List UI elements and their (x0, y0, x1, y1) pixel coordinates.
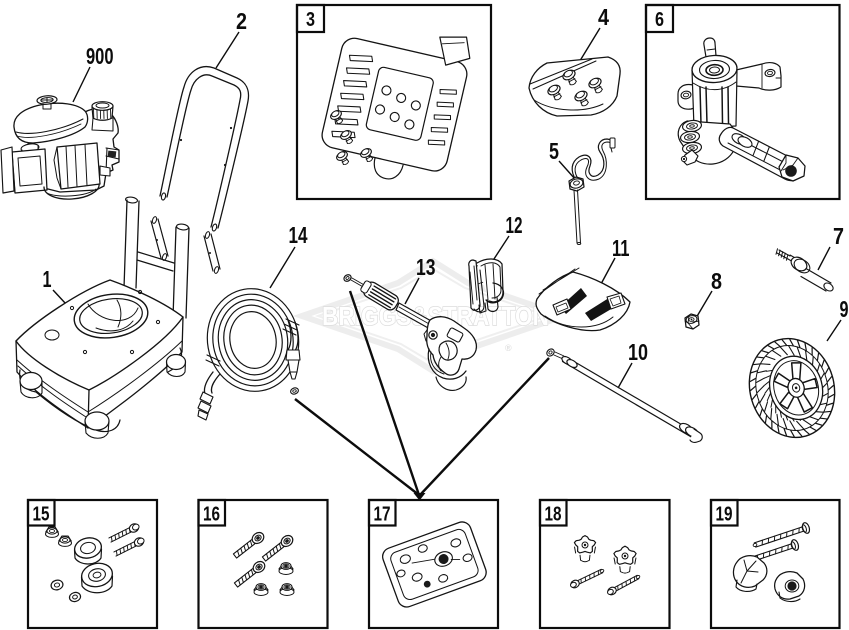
svg-text:13: 13 (416, 254, 436, 280)
svg-text:14: 14 (289, 222, 308, 248)
svg-text:2: 2 (236, 8, 247, 34)
svg-text:9: 9 (840, 296, 849, 322)
svg-text:1: 1 (43, 266, 52, 292)
svg-text:11: 11 (612, 235, 630, 261)
svg-text:17: 17 (374, 504, 391, 526)
svg-text:7: 7 (833, 223, 844, 249)
svg-text:18: 18 (545, 504, 562, 526)
svg-text:15: 15 (33, 504, 50, 526)
svg-text:®: ® (505, 343, 512, 353)
svg-text:900: 900 (86, 43, 114, 69)
svg-text:4: 4 (598, 4, 609, 30)
svg-text:12: 12 (506, 212, 523, 238)
svg-text:8: 8 (711, 268, 722, 294)
svg-text:16: 16 (203, 504, 220, 526)
svg-text:3: 3 (306, 9, 315, 31)
svg-text:6: 6 (655, 9, 664, 31)
svg-text:5: 5 (549, 138, 559, 164)
svg-text:10: 10 (628, 339, 648, 365)
svg-text:19: 19 (716, 504, 733, 526)
